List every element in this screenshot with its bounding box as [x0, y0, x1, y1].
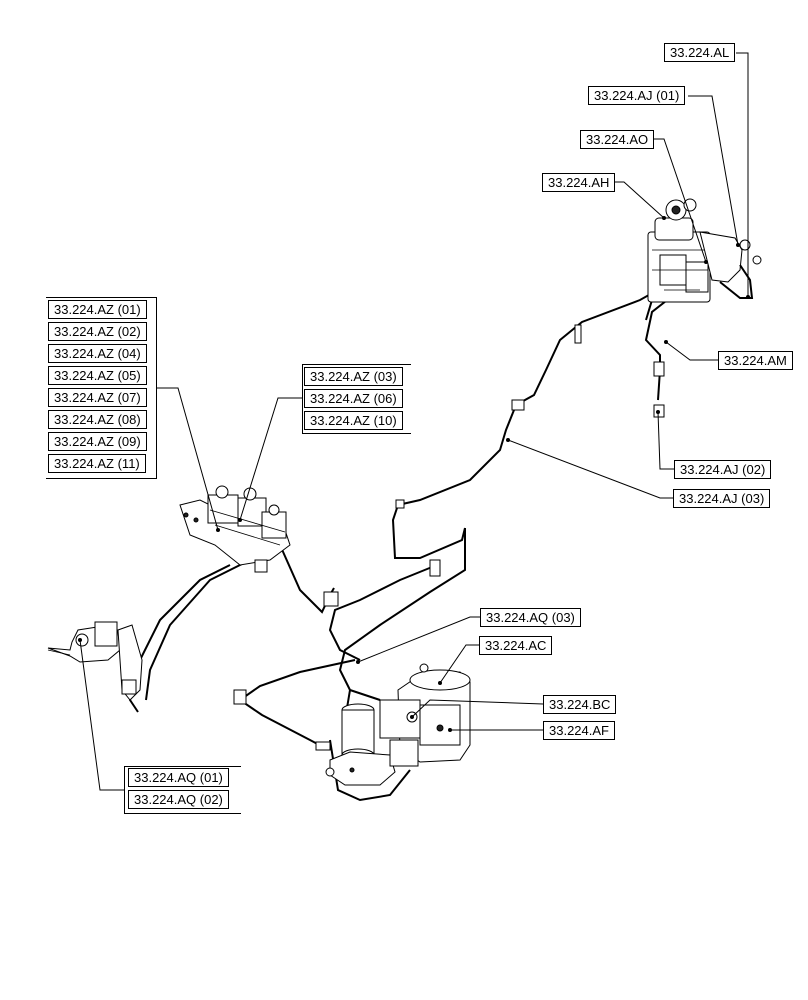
label-af[interactable]: 33.224.AF: [543, 721, 615, 740]
aq-bracket: [124, 766, 241, 814]
valve-block: [179, 485, 441, 607]
az-right-bracket: [302, 364, 411, 434]
label-az02[interactable]: 33.224.AZ (02): [48, 322, 147, 341]
label-al[interactable]: 33.224.AL: [664, 43, 736, 62]
label-aq03[interactable]: 33.224.AQ (03): [480, 608, 581, 627]
label-az08[interactable]: 33.224.AZ (08): [48, 410, 147, 429]
tank-dryer-assembly: [233, 663, 471, 786]
label-az03[interactable]: 33.224.AZ (03): [304, 367, 403, 386]
label-az06[interactable]: 33.224.AZ (06): [304, 389, 403, 408]
label-az10[interactable]: 33.224.AZ (10): [304, 411, 403, 430]
label-az01[interactable]: 33.224.AZ (01): [48, 300, 147, 319]
label-az05[interactable]: 33.224.AZ (05): [48, 366, 147, 385]
label-az04[interactable]: 33.224.AZ (04): [48, 344, 147, 363]
label-az07[interactable]: 33.224.AZ (07): [48, 388, 147, 407]
label-aj03[interactable]: 33.224.AJ (03): [673, 489, 771, 508]
brake-pedal-assembly: [47, 621, 143, 701]
label-am[interactable]: 33.224.AM: [718, 351, 793, 370]
label-ao[interactable]: 33.224.AO: [580, 130, 655, 149]
label-bc[interactable]: 33.224.BC: [543, 695, 617, 714]
label-aq02[interactable]: 33.224.AQ (02): [128, 790, 229, 809]
label-aj02[interactable]: 33.224.AJ (02): [674, 460, 772, 479]
label-az11[interactable]: 33.224.AZ (11): [48, 454, 146, 473]
label-ac[interactable]: 33.224.AC: [479, 636, 553, 655]
label-ah[interactable]: 33.224.AH: [542, 173, 616, 192]
compressor-assembly: [511, 198, 762, 418]
label-az09[interactable]: 33.224.AZ (09): [48, 432, 147, 451]
label-aq01[interactable]: 33.224.AQ (01): [128, 768, 229, 787]
leader-lines: [78, 52, 750, 791]
az-left-bracket: [46, 297, 157, 479]
label-aj01[interactable]: 33.224.AJ (01): [588, 86, 686, 105]
